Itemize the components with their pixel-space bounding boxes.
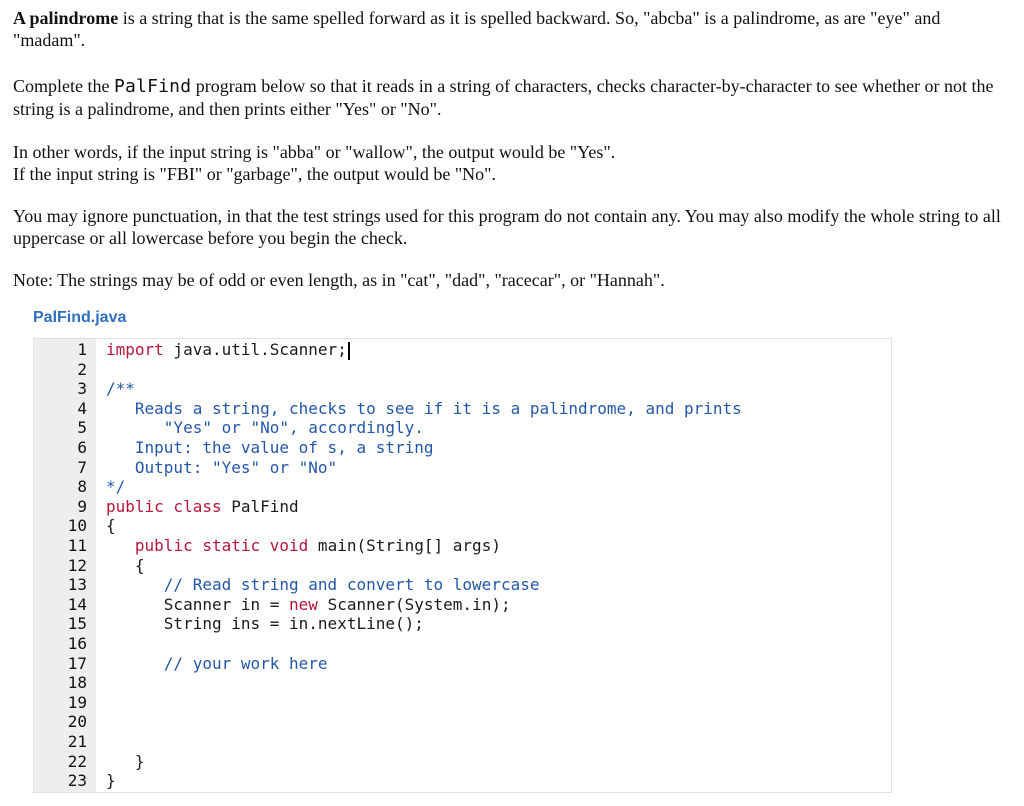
code-comment: Input: the value of s, a string [106,438,434,457]
code-comment: */ [106,477,126,497]
code-comment: // your work here [163,653,328,673]
paragraph-punctuation-note: You may ignore punctuation, in that the … [13,206,1001,248]
code-text: } [106,751,145,771]
code-keyword: public static void [134,536,309,555]
paragraph-examples: In other words, if the input string is "… [13,141,615,185]
line-number: 9 [77,496,87,516]
line-number: 17 [67,653,87,673]
line-number: 3 [77,379,87,399]
line-number: 16 [67,634,87,653]
line-number: 12 [67,555,87,575]
line-number: 21 [67,732,87,751]
task-text-before: Complete the [13,76,114,96]
code-text: Scanner(System.in); [317,594,511,614]
line-number: 19 [67,692,87,712]
code-keyword: new [289,594,318,614]
code-line[interactable]: { [106,516,116,536]
line-number: 23 [67,771,87,791]
example-yes: In other words, if the input string is "… [13,142,616,162]
inline-code-palfind: PalFind [113,76,192,97]
line-number: 10 [67,516,87,536]
code-comment: Output: "Yes" or "No" [106,457,338,477]
code-text: PalFind [221,496,299,516]
code-comment: Reads a string, checks to see if it is a… [106,398,742,418]
line-number: 7 [77,457,87,477]
line-number: 22 [67,751,87,771]
line-number: 4 [77,398,87,418]
code-comment: /** [106,379,135,399]
code-text: } [106,771,116,791]
code-text [106,536,135,555]
code-text: { [106,516,116,536]
code-keyword: public class [106,496,222,516]
line-number: 14 [67,594,87,614]
code-text [106,654,164,673]
code-line[interactable]: */ [106,477,125,497]
line-number: 13 [67,575,87,595]
code-line[interactable]: public static void main(String[] args) [106,536,501,556]
code-line[interactable]: { [106,556,145,576]
code-text: String ins = in.nextLine(); [106,614,424,634]
code-line[interactable]: // Read string and convert to lowercase [106,575,540,595]
paragraph-task: Complete the PalFind program below so th… [13,75,1013,120]
code-line[interactable]: "Yes" or "No", accordingly. [106,418,424,438]
code-line[interactable]: String ins = in.nextLine(); [106,614,424,634]
code-line[interactable]: /** [106,379,135,399]
line-number: 11 [67,536,87,555]
code-line[interactable]: } [106,752,145,772]
code-comment: "Yes" or "No", accordingly. [106,418,424,438]
line-number: 5 [77,418,87,438]
code-text: java.util.Scanner; [163,340,347,359]
code-keyword: import [106,340,164,359]
line-number: 15 [67,614,87,634]
code-text: { [106,555,145,575]
code-line[interactable]: import java.util.Scanner; [106,340,350,360]
code-line[interactable]: Output: "Yes" or "No" [106,458,337,478]
term-palindrome: A palindrome [13,8,119,28]
code-text: Scanner in = [106,594,290,614]
text-cursor [347,341,350,360]
line-number: 6 [77,438,87,457]
example-no: If the input string is "FBI" or "garbage… [13,164,497,184]
task-text-after: program below so that it reads in a stri… [13,76,994,119]
line-number: 20 [67,712,87,732]
line-number: 2 [77,359,87,379]
file-name-label: PalFind.java [33,309,127,326]
code-line[interactable]: public class PalFind [106,497,299,517]
code-line[interactable]: Input: the value of s, a string [106,438,434,458]
code-line[interactable]: // your work here [106,654,328,674]
paragraph-length-note: Note: The strings may be of odd or even … [13,270,665,290]
code-text [106,575,164,594]
line-number: 8 [77,477,87,497]
definition-text: is a string that is the same spelled for… [13,8,941,50]
code-line[interactable]: } [106,771,116,791]
code-text: main(String[] args) [308,536,501,555]
line-number: 1 [77,340,87,359]
code-line[interactable]: Scanner in = new Scanner(System.in); [106,595,511,615]
paragraph-definition: A palindrome is a string that is the sam… [13,7,1013,51]
code-line[interactable]: Reads a string, checks to see if it is a… [106,399,742,419]
line-number: 18 [67,673,87,693]
code-comment: // Read string and convert to lowercase [163,575,540,595]
